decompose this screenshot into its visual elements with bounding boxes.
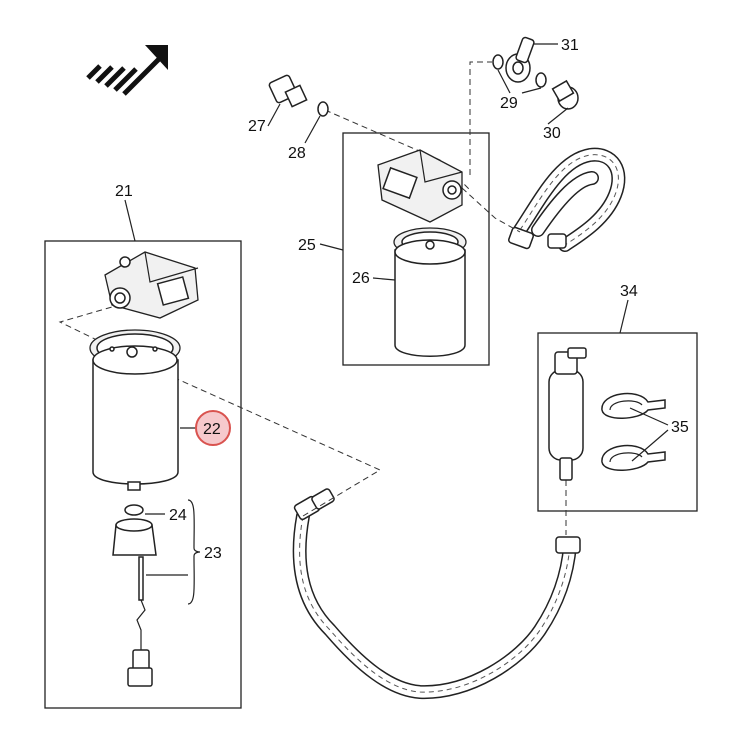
fitting-27	[268, 74, 308, 108]
callout-26[interactable]: 26	[352, 270, 370, 287]
washer-29a	[492, 54, 504, 70]
filter-head-25	[377, 149, 463, 223]
hose-clip	[311, 488, 335, 510]
callout-29[interactable]: 29	[500, 95, 518, 112]
group-box-34	[537, 332, 698, 512]
banjo-fitting-31	[505, 36, 535, 83]
callout-35[interactable]: 35	[671, 419, 689, 436]
fuel-filter-26	[393, 227, 467, 357]
clamp-35b	[601, 444, 666, 471]
callout-21[interactable]: 21	[115, 183, 133, 200]
leader-lines	[124, 43, 669, 605]
callout-23[interactable]: 23	[204, 545, 222, 562]
washer-29b	[535, 72, 547, 88]
callout-25[interactable]: 25	[298, 237, 316, 254]
callout-24[interactable]: 24	[169, 507, 187, 524]
callout-22[interactable]: 22	[203, 421, 221, 438]
fuel-filter-22	[89, 329, 181, 491]
clamp-35a	[601, 392, 666, 419]
callout-31[interactable]: 31	[561, 37, 579, 54]
callout-34[interactable]: 34	[620, 283, 638, 300]
filter-head-21	[104, 251, 199, 319]
group-box-21	[44, 240, 242, 709]
highlight-marker-22[interactable]	[195, 410, 231, 446]
o-ring-24	[124, 504, 144, 516]
hose-clip	[555, 536, 581, 554]
banjo-bolt-30	[551, 79, 579, 110]
group-box-25	[342, 132, 490, 366]
callout-28[interactable]: 28	[288, 145, 306, 162]
fuel-pump-34	[548, 347, 587, 481]
front-direction-arrow-icon	[86, 45, 168, 96]
washer-28	[317, 101, 329, 117]
callout-27[interactable]: 27	[248, 118, 266, 135]
fuel-hose	[292, 147, 626, 700]
hose-clip	[547, 233, 567, 249]
water-sensor-23	[112, 518, 157, 687]
callout-30[interactable]: 30	[543, 125, 561, 142]
hose-clip	[508, 226, 534, 250]
